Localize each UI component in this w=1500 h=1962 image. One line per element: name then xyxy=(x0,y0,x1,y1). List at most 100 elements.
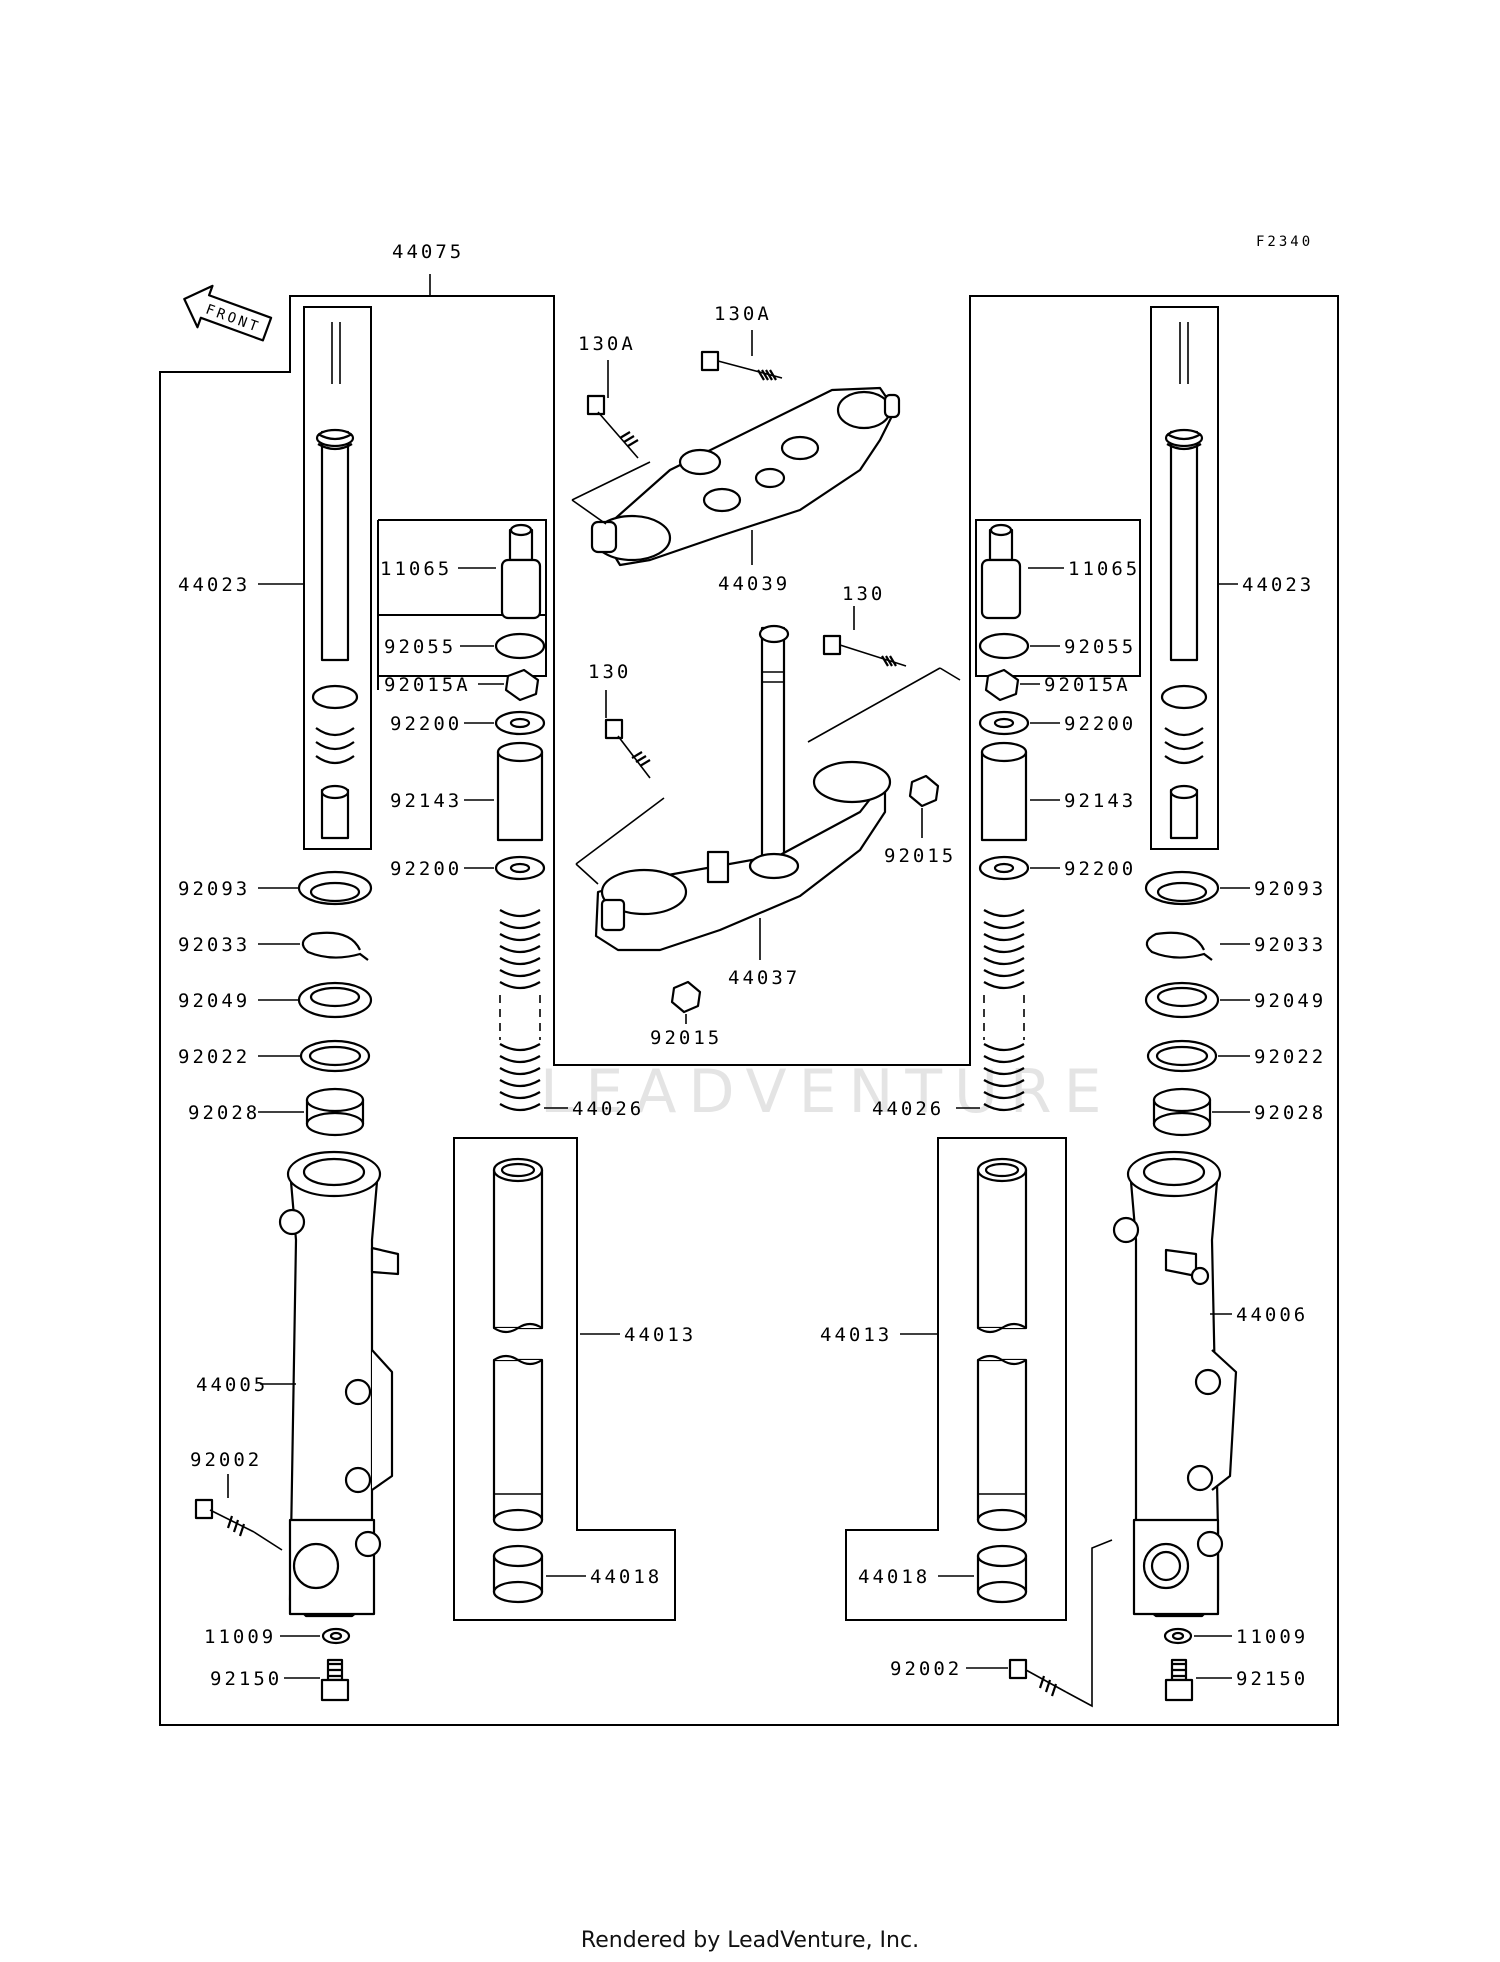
left-damper-rod-part xyxy=(311,322,359,840)
label-r92200b: 92200 xyxy=(1064,858,1136,880)
label-l92049: 92049 xyxy=(178,990,250,1012)
left-oil-seal-92049 xyxy=(297,981,373,1019)
bolt-130a-upper xyxy=(700,350,783,381)
label-r92015a: 92015A xyxy=(1044,674,1131,696)
front-arrow-icon: FRONT xyxy=(183,284,273,342)
label-r92033: 92033 xyxy=(1254,934,1326,956)
leader-l92002 xyxy=(227,1474,283,1551)
left-bushing-92028 xyxy=(305,1087,365,1137)
right-damper-box xyxy=(1150,306,1219,850)
label-l92033: 92033 xyxy=(178,934,250,956)
label-l44018: 44018 xyxy=(590,1566,662,1588)
left-damper-box xyxy=(303,306,372,850)
label-44075: 44075 xyxy=(392,241,464,263)
left-spring-44026 xyxy=(499,909,541,1112)
left-washer-11009 xyxy=(321,1627,351,1645)
bolt-130-left xyxy=(604,718,651,779)
left-oring-92055 xyxy=(494,632,546,660)
label-r92200a: 92200 xyxy=(1064,713,1136,735)
left-clip-92033 xyxy=(301,931,369,961)
label-r92150: 92150 xyxy=(1236,1668,1308,1690)
label-l92028: 92028 xyxy=(188,1102,260,1124)
bolt-130-right xyxy=(822,634,907,667)
label-r44023: 44023 xyxy=(1242,574,1314,596)
left-dust-seal-92093 xyxy=(297,870,373,906)
left-bushing-44018 xyxy=(492,1544,544,1604)
label-r92055: 92055 xyxy=(1064,636,1136,658)
leader-130a-to-clamp xyxy=(571,461,651,525)
right-washer-11009 xyxy=(1163,1627,1193,1645)
label-r92093: 92093 xyxy=(1254,878,1326,900)
label-r92022: 92022 xyxy=(1254,1046,1326,1068)
left-tube-box xyxy=(453,1137,676,1621)
label-r92143: 92143 xyxy=(1064,790,1136,812)
left-washer-92022 xyxy=(299,1039,371,1073)
label-r92002: 92002 xyxy=(890,1658,962,1680)
right-dust-seal-92093 xyxy=(1144,870,1220,906)
upper-bracket-part xyxy=(590,386,901,567)
label-l44026: 44026 xyxy=(572,1098,644,1120)
right-damper-rod-part xyxy=(1160,322,1208,840)
left-nut-92015a xyxy=(504,668,540,702)
assembly-frames xyxy=(159,274,1339,1726)
label-l44023: 44023 xyxy=(178,574,250,596)
label-92015-bottom: 92015 xyxy=(650,1027,722,1049)
label-44039: 44039 xyxy=(718,573,790,595)
footer-credit: Rendered by LeadVenture, Inc. xyxy=(580,1928,920,1953)
left-bolt-92002 xyxy=(194,1498,255,1537)
nut-92015-bottom xyxy=(670,980,702,1014)
left-washer-92200b xyxy=(494,855,546,881)
label-l92022: 92022 xyxy=(178,1046,250,1068)
label-92015-right: 92015 xyxy=(884,845,956,867)
label-l92093: 92093 xyxy=(178,878,250,900)
label-r92028: 92028 xyxy=(1254,1102,1326,1124)
right-valve-11065-part xyxy=(980,523,1022,620)
right-bushing-44018 xyxy=(976,1544,1028,1604)
right-bushing-92028 xyxy=(1152,1087,1212,1137)
right-spring-44026 xyxy=(983,909,1025,1112)
label-r11009: 11009 xyxy=(1236,1626,1308,1648)
left-washer-92200a xyxy=(494,710,546,736)
label-l11065: 11065 xyxy=(380,558,452,580)
right-inner-tube-44013 xyxy=(976,1157,1028,1532)
label-r44018: 44018 xyxy=(858,1566,930,1588)
label-r44006: 44006 xyxy=(1236,1304,1308,1326)
right-oring-92055 xyxy=(978,632,1030,660)
right-tube-box xyxy=(845,1137,1067,1621)
left-valve-box-ext xyxy=(377,519,547,677)
left-drain-bolt-92150 xyxy=(320,1658,350,1702)
label-130-left: 130 xyxy=(588,661,631,683)
right-outer-tube-44006 xyxy=(1112,1150,1238,1618)
label-l44013: 44013 xyxy=(624,1324,696,1346)
label-l92200b: 92200 xyxy=(390,858,462,880)
right-oil-seal-92049 xyxy=(1144,981,1220,1019)
label-l11009: 11009 xyxy=(204,1626,276,1648)
label-r44013: 44013 xyxy=(820,1324,892,1346)
left-outer-tube-44005 xyxy=(278,1150,400,1618)
right-washer-92200a xyxy=(978,710,1030,736)
watermark-text: LEADVENTURE xyxy=(540,1057,1114,1127)
leader-130-right xyxy=(807,606,961,743)
label-l92200a: 92200 xyxy=(390,713,462,735)
label-l92055: 92055 xyxy=(384,636,456,658)
leader-r92002 xyxy=(966,1539,1113,1708)
label-l92015a: 92015A xyxy=(384,674,471,696)
left-inner-tube-44013 xyxy=(492,1157,544,1532)
label-r11065: 11065 xyxy=(1068,558,1140,580)
right-spacer-92143 xyxy=(980,741,1028,842)
label-r92049: 92049 xyxy=(1254,990,1326,1012)
label-44037: 44037 xyxy=(728,967,800,989)
label-130-right: 130 xyxy=(842,583,885,605)
left-valve-11065-part xyxy=(500,523,542,620)
label-130a-top: 130A xyxy=(714,303,772,325)
right-clip-92033 xyxy=(1145,931,1213,961)
label-l92002: 92002 xyxy=(190,1449,262,1471)
label-130a-mid: 130A xyxy=(578,333,636,355)
right-washer-92200b xyxy=(978,855,1030,881)
label-l92143: 92143 xyxy=(390,790,462,812)
label-l44005: 44005 xyxy=(196,1374,268,1396)
right-nut-92015a xyxy=(984,668,1020,702)
figure-code: F2340 xyxy=(1256,234,1313,250)
bolt-130a-lower xyxy=(586,394,639,459)
